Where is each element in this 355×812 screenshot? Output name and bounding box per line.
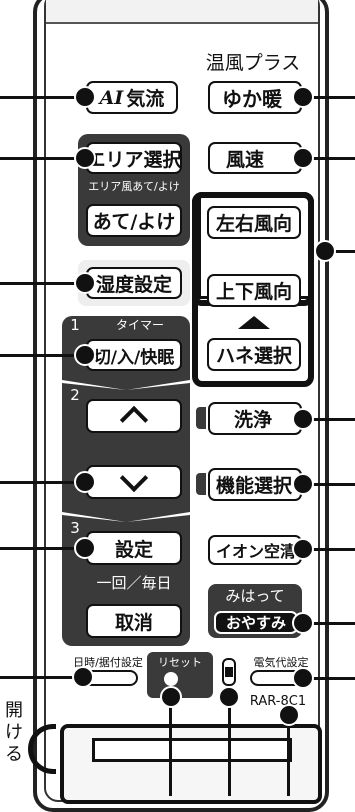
function-select-button[interactable]: 機能選択 (208, 468, 302, 501)
function-notch (196, 473, 206, 495)
airflow-label: 気流 (126, 88, 165, 110)
temp-number: 2 (70, 386, 80, 404)
indicator-lamp-inner (225, 667, 233, 677)
callout-line (287, 712, 290, 796)
area-wind-caption: エリア風あて/よけ (88, 180, 180, 193)
callout-dot (292, 612, 314, 634)
callout-dot (160, 686, 182, 708)
callout-dot (74, 147, 96, 169)
callout-dot (74, 471, 96, 493)
callout-line (300, 157, 355, 160)
model-number: RAR-8C1 (249, 694, 307, 709)
callout-dot (292, 538, 314, 560)
timer-button[interactable]: 切/入/快眠 (86, 339, 182, 371)
vane-select-button[interactable]: ハネ選択 (207, 338, 301, 371)
electricity-setting-label: 電気代設定 (253, 656, 309, 669)
humidity-button[interactable]: 湿度設定 (86, 267, 182, 299)
timer-caption: タイマー (115, 318, 164, 332)
callout-line (322, 250, 355, 253)
callout-line (0, 157, 86, 160)
callout-dot (74, 344, 96, 366)
callout-dot (278, 704, 300, 726)
direction-block-outer (192, 192, 314, 387)
callout-line (0, 354, 86, 357)
chevron-up-icon (119, 405, 149, 435)
open-label: 開ける (5, 700, 23, 765)
timer-number: 1 (70, 316, 80, 334)
once-daily-caption: 一回／毎日 (96, 574, 172, 592)
heat-plus-label: 温風プラス (205, 52, 301, 74)
callout-line (0, 96, 86, 99)
area-select-button[interactable]: エリア選択 (86, 142, 182, 174)
callout-line (169, 690, 172, 796)
callout-dot (292, 147, 314, 169)
set-number: 3 (70, 519, 80, 537)
callout-dot (292, 86, 314, 108)
callout-line (300, 96, 355, 99)
mihatte-caption: みはって (225, 587, 285, 605)
callout-line (300, 622, 355, 625)
temp-up-button[interactable] (86, 399, 182, 435)
ai-label: AI (99, 86, 124, 109)
chevron-down-icon (119, 463, 149, 493)
temp-down-button[interactable] (86, 463, 182, 499)
battery-cover-slot (92, 738, 292, 762)
ion-button[interactable]: イオン空清 (208, 535, 302, 565)
callout-dot (292, 473, 314, 495)
wash-button[interactable]: 洗浄 (208, 402, 302, 435)
callout-line (228, 690, 231, 796)
floor-heat-button[interactable]: ゆか暖 (208, 81, 302, 114)
ud-direction-button[interactable]: 上下風向 (207, 274, 301, 307)
callout-dot (292, 667, 314, 689)
reset-label: リセット (158, 656, 202, 669)
ai-airflow-button[interactable]: AI 気流 (86, 81, 178, 114)
callout-line (0, 547, 86, 550)
datetime-setting-label: 日時/据付設定 (73, 656, 143, 669)
callout-dot (218, 686, 240, 708)
callout-dot (74, 86, 96, 108)
callout-line (0, 481, 86, 484)
remote-top-edge (46, 0, 318, 24)
callout-line (300, 677, 355, 680)
fan-speed-button[interactable]: 風速 (208, 142, 302, 174)
callout-line (0, 676, 84, 679)
open-arrow-icon (28, 724, 56, 774)
triangle-up-icon (238, 316, 270, 329)
callout-line (300, 418, 355, 421)
callout-dot (314, 240, 336, 262)
battery-cover-outline (60, 724, 322, 804)
wash-notch (196, 407, 206, 429)
ate-yoke-button[interactable]: あて/よけ (86, 204, 182, 237)
callout-line (300, 548, 355, 551)
callout-dot (74, 537, 96, 559)
reset-hole[interactable] (164, 672, 178, 686)
callout-line (300, 483, 355, 486)
set-button[interactable]: 設定 (86, 531, 182, 565)
oyasumi-button[interactable]: おやすみ (214, 611, 298, 634)
callout-dot (74, 272, 96, 294)
lr-direction-button[interactable]: 左右風向 (207, 206, 301, 239)
callout-line (0, 282, 86, 285)
callout-dot (292, 408, 314, 430)
cancel-button[interactable]: 取消 (86, 604, 182, 638)
callout-dot (72, 666, 94, 688)
